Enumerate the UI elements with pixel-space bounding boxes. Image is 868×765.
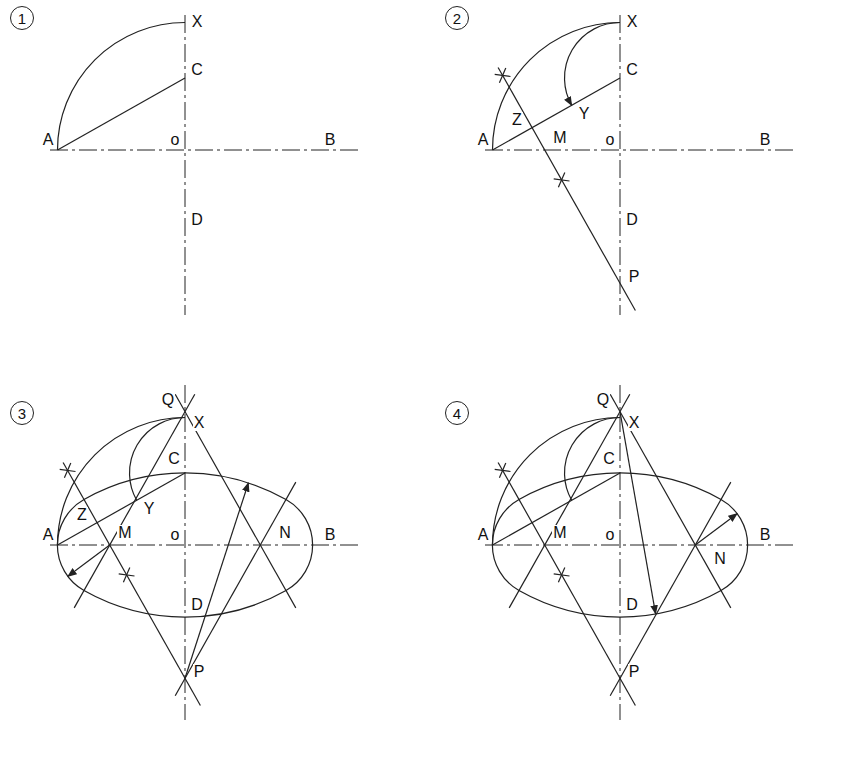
major-axis [50,545,360,546]
point-label: B [759,527,772,543]
radius-arrow [695,514,737,545]
bisector-line [498,68,635,311]
point-label: A [42,527,55,543]
step-two-figure [485,15,795,315]
step-three-figure [50,385,360,720]
line-ac [58,78,186,150]
major-axis [485,545,795,546]
line-pn [610,482,731,696]
step-number-circle: 1 [10,6,34,30]
bisector-line [498,463,635,706]
arc-ax [493,23,621,151]
point-label: D [190,597,204,613]
point-label: C [190,62,204,78]
point-label: X [626,14,639,30]
point-label: X [191,14,204,30]
arc-xy [565,418,620,501]
point-label: M [117,525,132,541]
line-ac [493,78,621,150]
point-label: M [552,525,567,541]
point-label: A [477,132,490,148]
step-number-circle: 3 [10,401,34,425]
radius-arrow [185,483,248,678]
point-label: N [713,551,727,567]
point-label: M [552,130,567,146]
line-qn [610,394,731,608]
point-label: A [477,527,490,543]
line-pn [175,482,296,696]
point-label: Y [578,106,591,122]
line-qm [509,394,630,608]
point-label: o [605,132,616,148]
minor-axis [620,15,621,315]
step-four-figure [485,385,795,720]
major-axis [50,150,360,151]
minor-axis [185,15,186,315]
point-label: A [42,132,55,148]
step-number: 2 [453,11,461,26]
major-axis [485,150,795,151]
point-label: Z [76,507,88,523]
minor-axis [185,385,186,720]
step-number-circle: 2 [445,6,469,30]
step-number: 1 [18,11,26,26]
point-label: C [625,62,639,78]
point-label: B [324,132,337,148]
step-one-figure [50,15,360,315]
line-ac [493,473,621,545]
point-label: D [625,212,639,228]
point-label: Z [511,112,523,128]
ellipse [57,473,312,617]
point-label: o [170,132,181,148]
step-number-circle: 4 [445,401,469,425]
point-label: X [628,415,641,431]
radius-arrow [620,412,656,614]
point-label: o [170,527,181,543]
point-label: o [605,527,616,543]
point-label: C [602,451,616,467]
bisector-line [63,463,200,706]
point-label: X [193,415,206,431]
arc-xy [130,418,185,501]
point-label: D [625,597,639,613]
point-label: B [759,132,772,148]
ellipse [492,473,747,617]
point-label: P [628,664,641,680]
line-ac [58,473,186,545]
step-number: 3 [18,406,26,421]
line-qn [175,394,296,608]
point-label: Y [143,501,156,517]
minor-axis [620,385,621,720]
point-label: P [193,664,206,680]
arc-ax [58,23,186,151]
step-number: 4 [453,406,461,421]
arc-ax [58,418,186,546]
point-label: C [167,451,181,467]
point-label: B [324,527,337,543]
point-label: Q [596,392,610,408]
point-label: N [278,525,292,541]
point-label: Q [161,392,175,408]
radius-arrow [68,545,110,576]
arc-xy [565,23,620,106]
point-label: P [628,269,641,285]
line-qm [74,394,195,608]
point-label: D [190,212,204,228]
arc-ax [493,418,621,546]
